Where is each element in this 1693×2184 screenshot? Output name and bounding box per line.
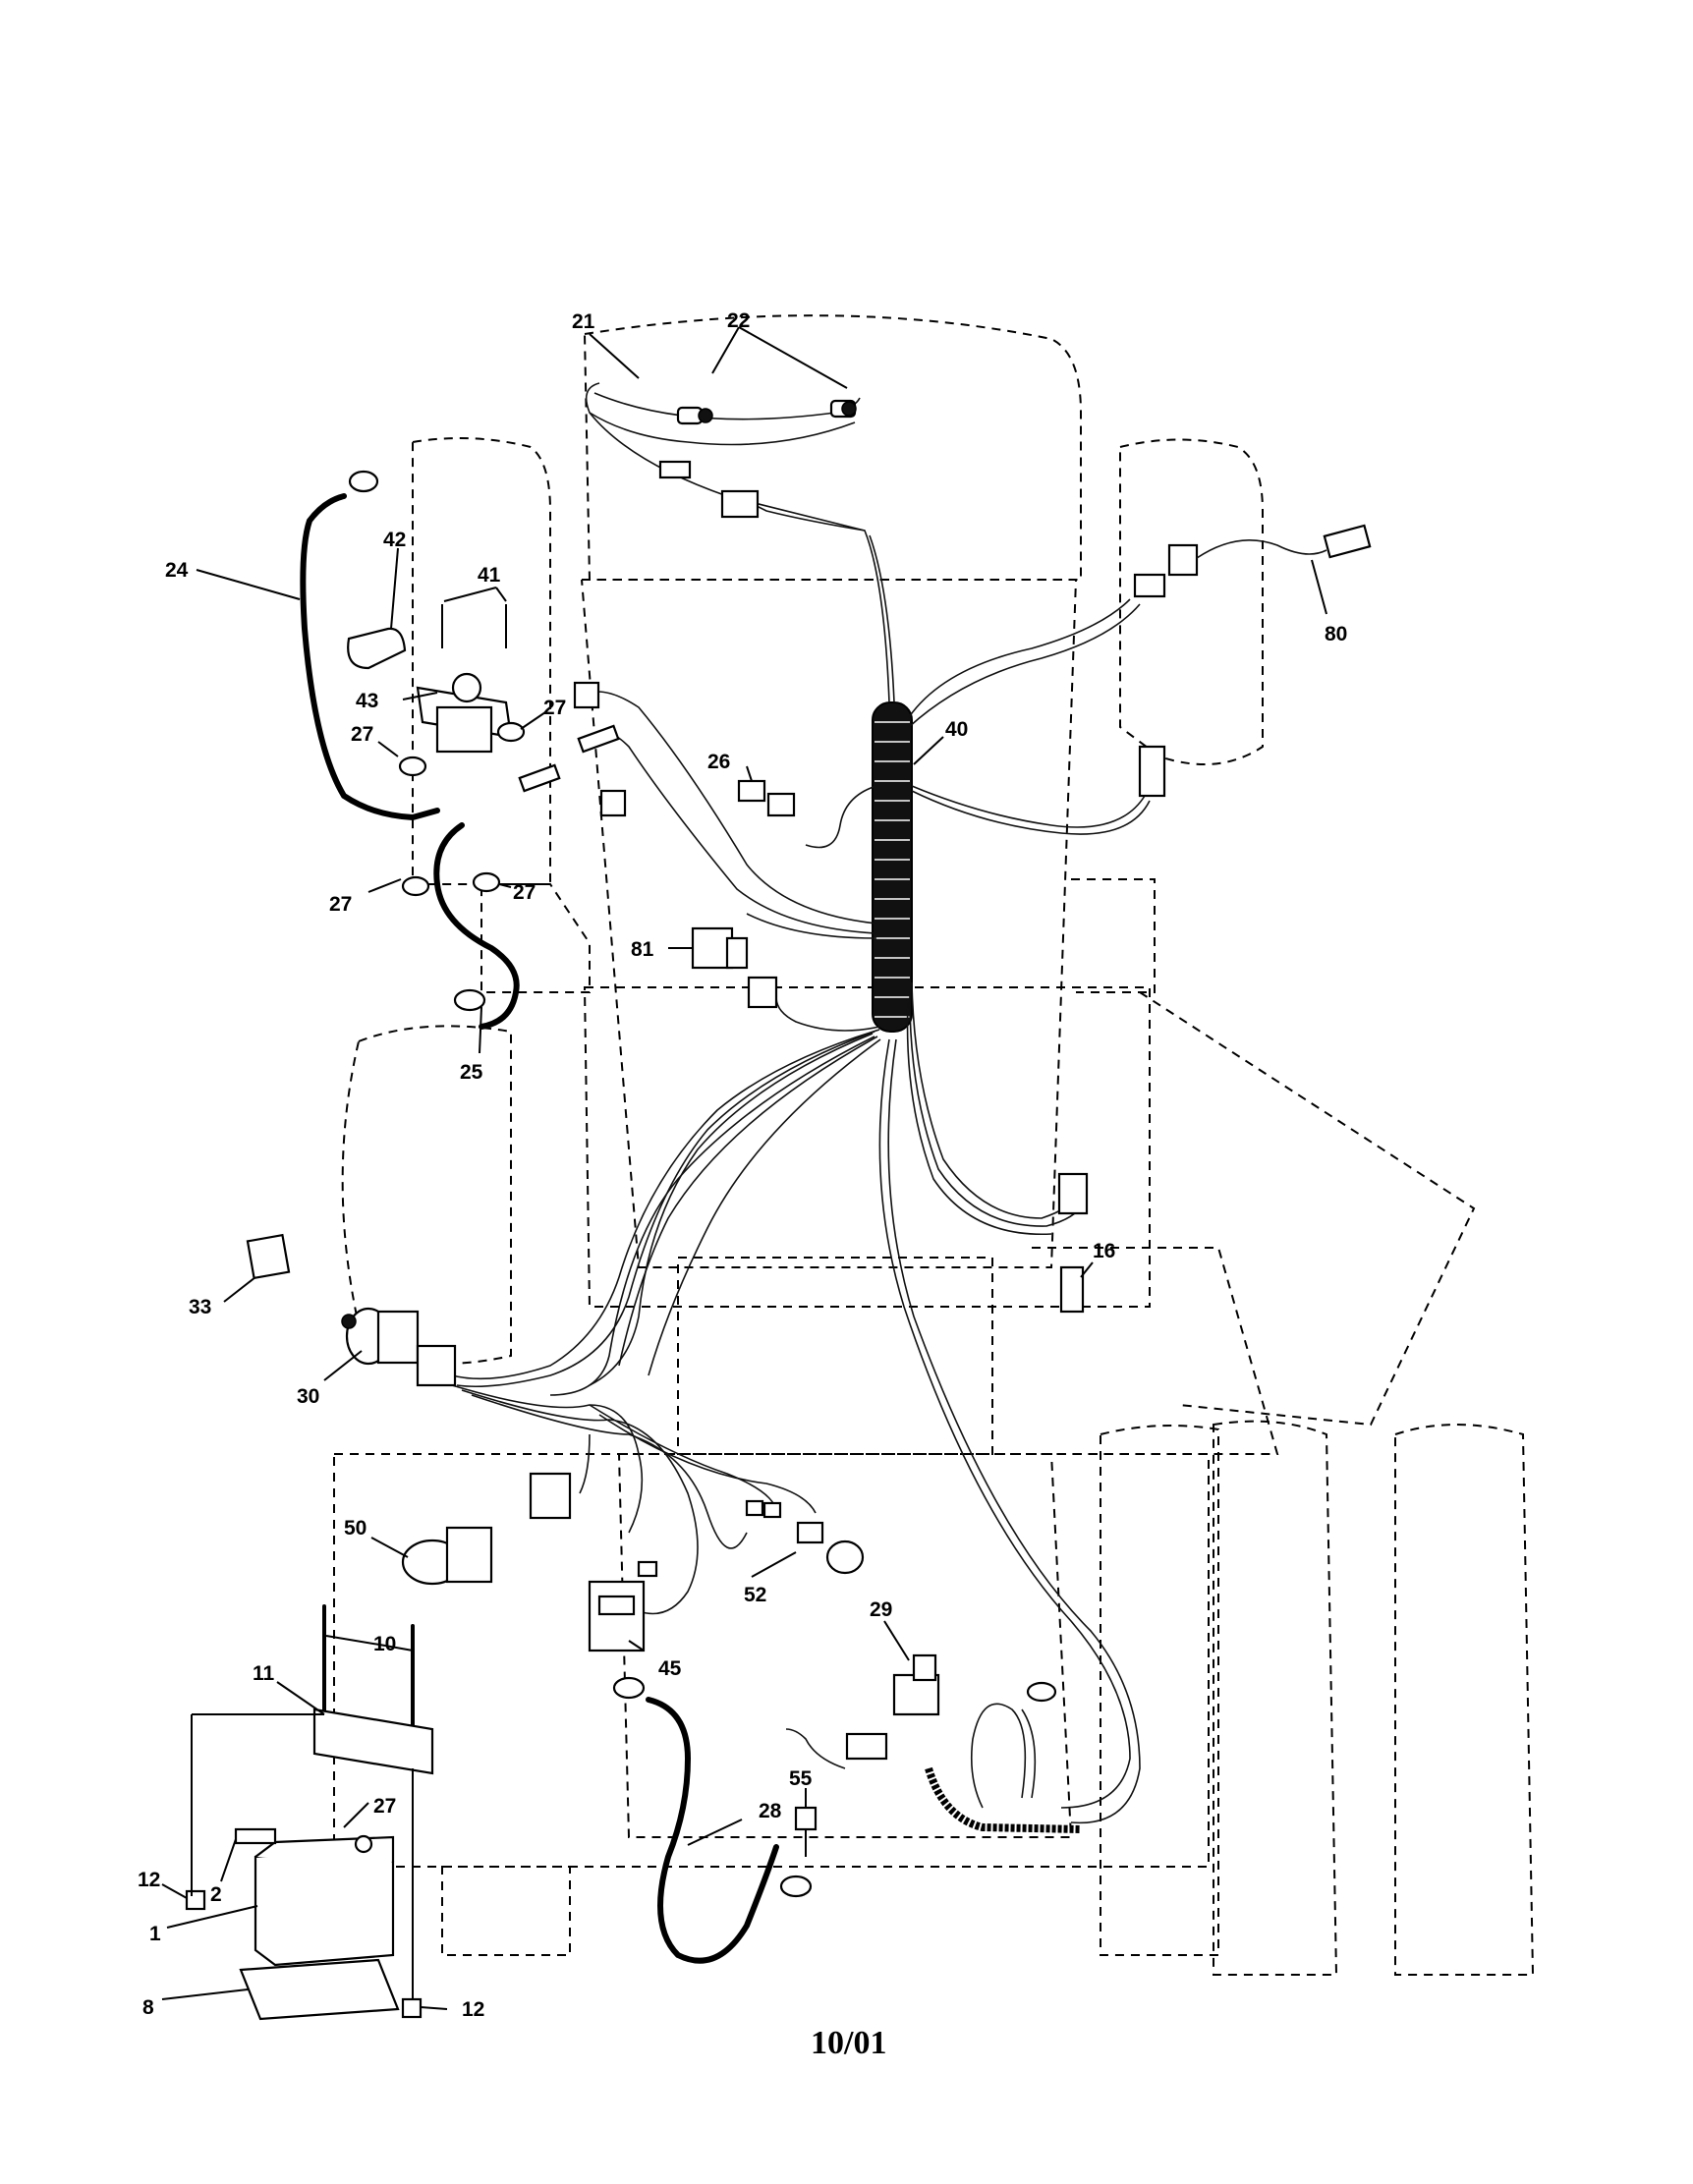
nut-27b [496, 721, 526, 743]
clip-12a [185, 1889, 206, 1911]
callout-33: 33 [189, 1296, 211, 1318]
callout-labels: 21 22 24 42 41 43 27 27 27 27 27 40 26 8… [138, 309, 1347, 2021]
main-harness-bundle [872, 701, 913, 1033]
callout-42: 42 [383, 529, 406, 551]
bolt-2 [234, 1827, 277, 1845]
battery-1 [254, 1834, 395, 1967]
components [185, 399, 1372, 2021]
callout-81: 81 [631, 938, 654, 961]
connector-right [1138, 745, 1166, 798]
switch-50 [401, 1526, 493, 1586]
callout-21: 21 [572, 310, 595, 333]
terminal-b [745, 1499, 764, 1517]
bracket-mid [599, 789, 627, 817]
connector-80 [1133, 524, 1372, 598]
ring-terminal-29 [1026, 1681, 1057, 1703]
callout-11: 11 [253, 1662, 275, 1685]
relay-81 [691, 926, 778, 1009]
callout-43: 43 [356, 690, 378, 712]
hour-meter-45 [588, 1580, 646, 1652]
callout-12-left: 12 [138, 1869, 160, 1891]
headlight-right [829, 399, 857, 419]
terminal-boot-a [518, 763, 561, 793]
nut-27d [472, 871, 501, 893]
callout-27-lower-right: 27 [513, 881, 536, 904]
terminal-boot-b [577, 724, 620, 754]
nut-27c [401, 875, 430, 897]
callout-2: 2 [210, 1883, 222, 1906]
part-33 [246, 1233, 291, 1280]
terminal-a [637, 1560, 658, 1578]
connector-block [529, 1472, 572, 1520]
callout-25: 25 [460, 1061, 483, 1084]
callout-22: 22 [727, 309, 750, 332]
bolt-55 [794, 1806, 818, 1857]
boot-42 [347, 627, 407, 670]
bulb-52 [796, 1521, 865, 1575]
callout-30: 30 [297, 1385, 319, 1408]
harness-wires [451, 382, 1151, 1824]
bracket-top [573, 681, 600, 709]
ignition-switch-30 [341, 1307, 457, 1387]
part-29 [845, 1653, 940, 1761]
connector-21 [658, 460, 692, 479]
fuse-26 [737, 779, 796, 817]
callout-50: 50 [344, 1517, 367, 1540]
callout-28: 28 [759, 1800, 782, 1822]
battery-cables [300, 493, 1082, 1964]
leader-lines [161, 326, 1327, 2010]
callout-55: 55 [789, 1767, 813, 1790]
callout-45: 45 [658, 1657, 682, 1680]
callout-26: 26 [707, 751, 730, 773]
nut-27a [398, 756, 427, 777]
callout-80: 80 [1325, 623, 1347, 645]
callout-52: 52 [744, 1584, 766, 1606]
hold-down-10-11 [312, 1604, 434, 1775]
callout-1: 1 [149, 1923, 161, 1945]
callout-27-lower-left: 27 [329, 893, 352, 916]
callout-27-solenoid-left: 27 [351, 723, 373, 746]
solenoid-43 [416, 672, 513, 754]
switch-16 [1057, 1172, 1089, 1314]
callout-12-right: 12 [462, 1998, 484, 2021]
headlight-left [676, 406, 713, 425]
callout-8: 8 [142, 1996, 154, 2019]
callout-10: 10 [373, 1633, 396, 1655]
ring-terminal-28a [612, 1676, 646, 1700]
ring-terminal-24 [348, 470, 379, 493]
callout-27-battery: 27 [373, 1795, 396, 1818]
ring-terminal-25 [453, 988, 486, 1012]
terminal-c [762, 1501, 782, 1519]
callout-40: 40 [945, 718, 968, 741]
revision-date: 10/01 [811, 2025, 886, 2061]
ring-terminal-28b [779, 1875, 813, 1898]
callout-41: 41 [478, 564, 501, 587]
callout-27-solenoid-right: 27 [543, 697, 566, 719]
callout-29: 29 [870, 1598, 892, 1621]
callout-24: 24 [165, 559, 189, 582]
callout-16: 16 [1093, 1240, 1115, 1262]
clip-12b [401, 1997, 423, 2019]
battery-tray-8 [239, 1958, 400, 2021]
connector-top [720, 489, 760, 519]
tractor-outline [333, 314, 1535, 1976]
